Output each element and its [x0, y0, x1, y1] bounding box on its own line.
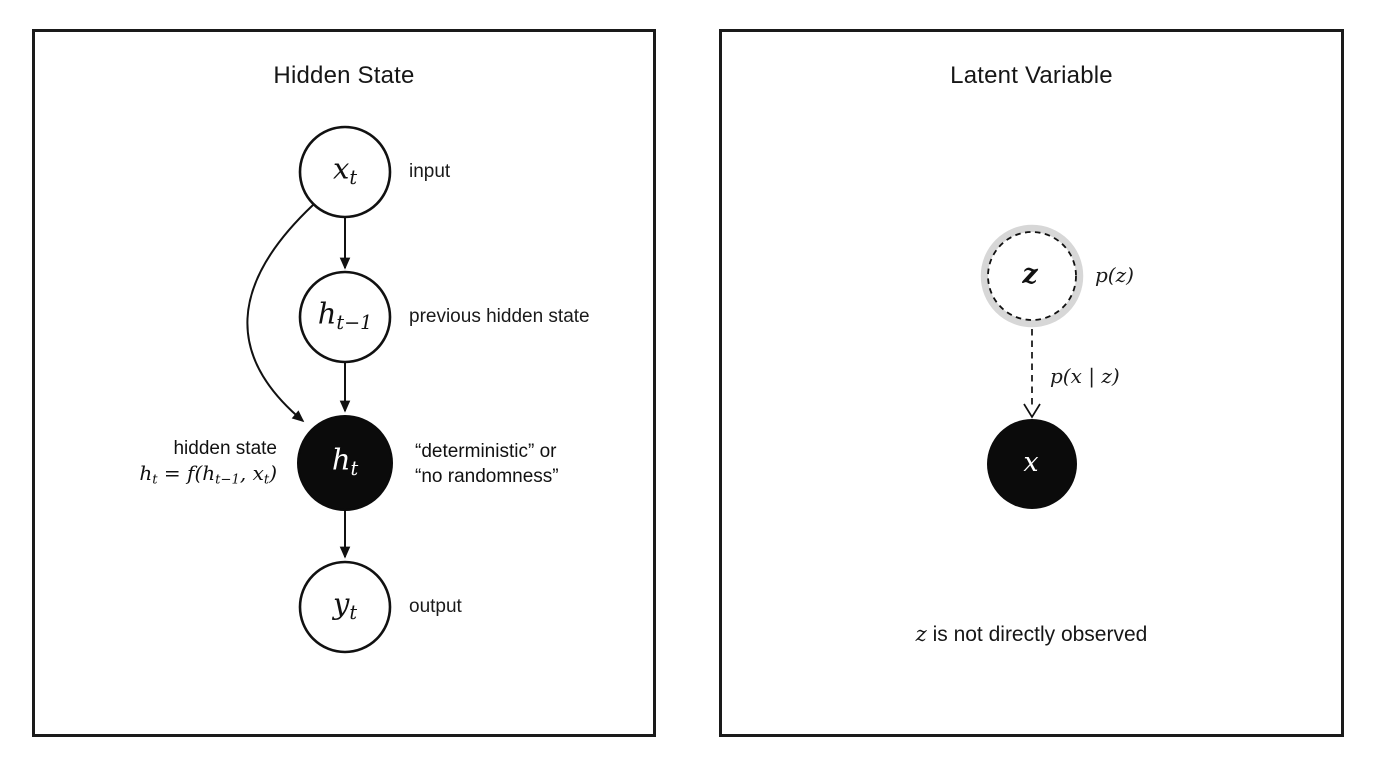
hidden-state-diagram-canvas: [246, 125, 393, 654]
latent-variable-diagram-canvas: [980, 224, 1084, 509]
node-ht1-circle: [298, 270, 392, 364]
node-yt-circle: [298, 560, 392, 654]
node-xt-circle: [298, 125, 392, 219]
ht-annotation-left: hidden state ht = f(ht−1, xt): [139, 436, 277, 493]
label-p-of-z: p(z): [1095, 263, 1134, 287]
label-no-randomness: “no randomness”: [415, 466, 559, 487]
node-ht-circle-filled: [297, 415, 393, 511]
node-xt-glyph: xt: [332, 151, 358, 189]
ht-formula: ht = f(ht−1, xt): [139, 461, 277, 488]
ht-annotation-right: “deterministic” or “no randomness”: [415, 439, 559, 489]
edge-xt-to-ht-curved: [246, 204, 314, 423]
latent-variable-panel: Latent Variable z x p(z) p(x | z) z is n…: [719, 29, 1344, 737]
panel-title-latent-variable: Latent Variable: [950, 62, 1113, 89]
panel-title-hidden-state: Hidden State: [273, 62, 415, 89]
label-hidden-state: hidden state: [173, 438, 277, 459]
label-previous-hidden-state: previous hidden state: [409, 306, 590, 327]
label-deterministic-or: “deterministic” or: [415, 441, 557, 462]
node-z-circle-dashed: [987, 231, 1077, 321]
node-ht1-glyph: ht−1: [317, 296, 373, 334]
label-output: output: [409, 596, 462, 617]
node-x-glyph: x: [1023, 446, 1039, 478]
node-x-circle-filled: [987, 419, 1077, 509]
edge-z-to-x-open-arrowhead: [1023, 403, 1041, 419]
label-p-of-x-given-z: p(x | z): [1050, 364, 1120, 388]
node-ht-glyph: ht: [331, 442, 359, 480]
node-z-glyph: z: [1022, 258, 1038, 290]
hidden-state-panel: Hidden State xt ht−1 ht yt input previou…: [32, 29, 656, 737]
node-yt-glyph: yt: [332, 586, 358, 624]
label-input: input: [409, 161, 451, 182]
note-z-not-observed: z is not directly observed: [915, 622, 1148, 646]
